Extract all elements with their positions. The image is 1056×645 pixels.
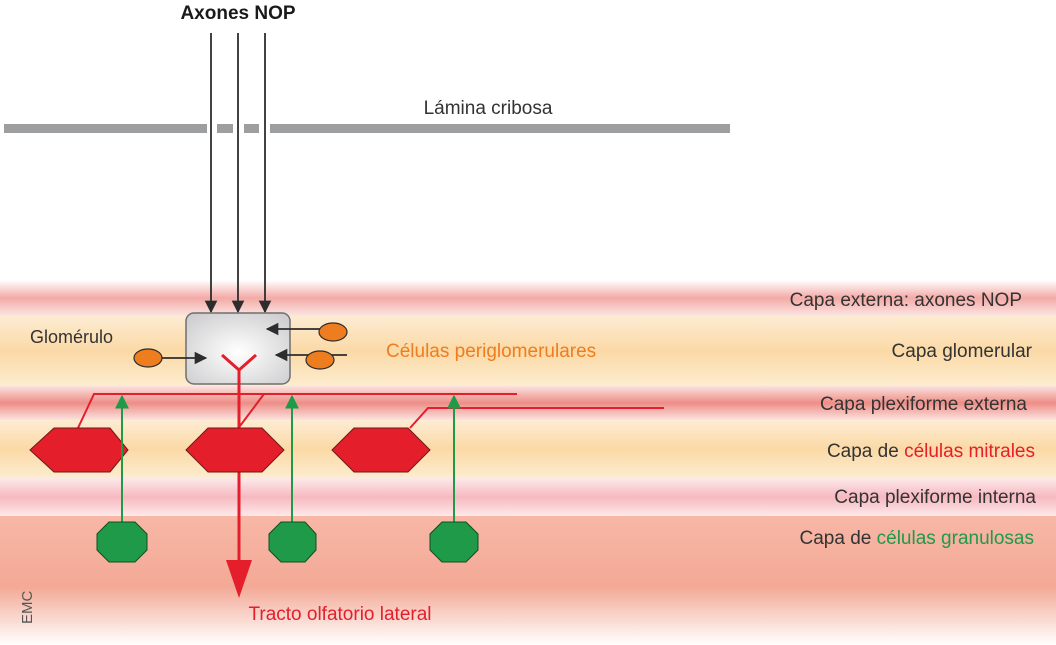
band-capa-plexiforme-externa <box>0 386 1056 420</box>
axones-nop-label: Axones NOP <box>180 3 295 24</box>
capa-mitrales-highlight: células mitrales <box>904 441 1035 462</box>
capa-granulosas-prefix: Capa de <box>800 528 877 549</box>
band-capa-granulosas <box>0 516 1056 645</box>
granule-cell <box>268 521 317 563</box>
granule-cell <box>429 521 479 563</box>
periglomerular-cells <box>133 322 348 370</box>
band-capa-externa <box>0 280 1056 316</box>
tracto-olfatorio-lateral-label: Tracto olfatorio lateral <box>248 604 431 625</box>
capa-glomerular-label: Capa glomerular <box>892 341 1033 362</box>
capa-plexiforme-externa-label: Capa plexiforme externa <box>820 394 1027 415</box>
periglomerular-cell <box>133 348 163 368</box>
mitral-cell <box>29 427 129 473</box>
periglomerular-cell <box>305 350 335 370</box>
lamina-cribosa <box>4 124 730 133</box>
capa-externa-label: Capa externa: axones NOP <box>790 290 1022 311</box>
capa-plexiforme-interna-label: Capa plexiforme interna <box>834 487 1036 508</box>
capa-mitrales-label: Capa de células mitrales <box>827 441 1035 462</box>
emc-logo: EMC <box>19 591 36 625</box>
celulas-periglomerulares-label: Células periglomerulares <box>386 341 596 362</box>
band-capa-mitrales <box>0 420 1056 478</box>
nop-axons <box>204 33 272 314</box>
glomerulo-label: Glomérulo <box>30 327 113 347</box>
capa-mitrales-prefix: Capa de <box>827 441 904 462</box>
mitral-cell <box>331 427 431 473</box>
periglomerular-cell <box>318 322 348 342</box>
band-capa-plexiforme-interna <box>0 478 1056 516</box>
granule-processes <box>115 394 461 522</box>
granule-cells <box>96 521 479 563</box>
mitral-dendrites <box>77 393 664 429</box>
band-capa-glomerular <box>0 316 1056 386</box>
capa-granulosas-label: Capa de células granulosas <box>800 528 1035 549</box>
granule-cell <box>96 521 148 563</box>
mitral-cell <box>185 427 285 473</box>
capa-granulosas-highlight: células granulosas <box>877 528 1034 549</box>
mitral-cells <box>29 427 431 473</box>
lamina-cribosa-label: Lámina cribosa <box>424 98 553 119</box>
